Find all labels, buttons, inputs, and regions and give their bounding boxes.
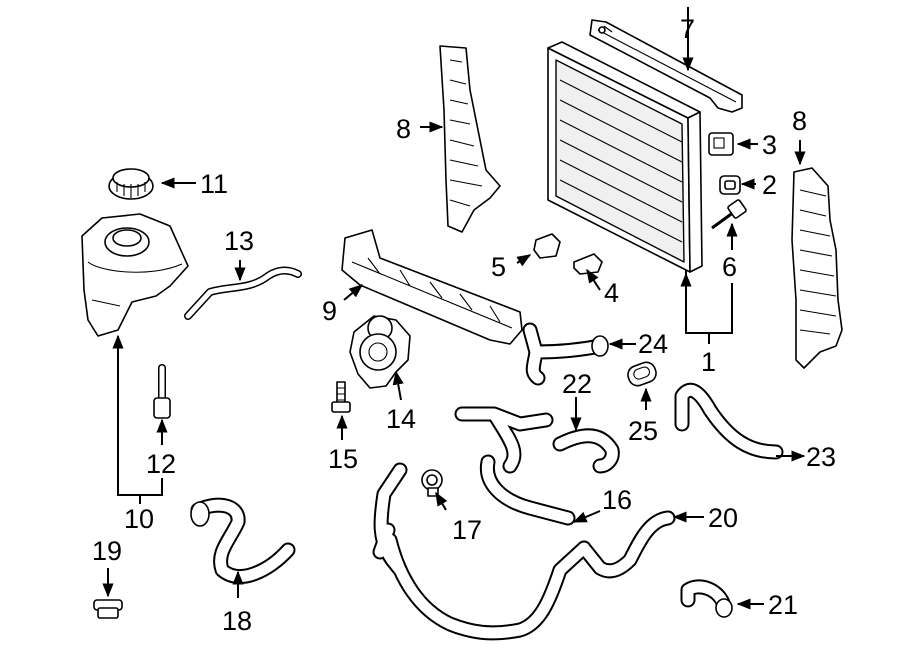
- callout-5: 5: [491, 252, 506, 282]
- thermostat-housing: [349, 315, 411, 389]
- level-sensor: [153, 364, 171, 419]
- hose-18: [190, 497, 296, 584]
- gasket: [627, 361, 657, 387]
- hose-22: [552, 428, 620, 474]
- callout-6: 6: [722, 252, 737, 282]
- callout-9: 9: [322, 296, 337, 326]
- callout-14: 14: [386, 404, 416, 434]
- mount-clip: [708, 132, 734, 156]
- callout-18: 18: [222, 606, 252, 636]
- callout-13: 13: [224, 226, 254, 256]
- drain-plug: [711, 199, 747, 230]
- connector-17: [421, 469, 443, 497]
- callout-11: 11: [200, 169, 228, 199]
- callout-21: 21: [768, 590, 798, 620]
- callout-12: 12: [146, 449, 176, 479]
- callout-8-right: 8: [792, 106, 807, 136]
- leader-lines: [102, 7, 806, 610]
- callout-8-left: 8: [396, 114, 411, 144]
- callout-labels: 7 8 8 3 2 11 13 6 5 4 9 24 1 22 14 25 15…: [92, 14, 836, 636]
- right-air-deflector: [791, 167, 843, 369]
- callout-22: 22: [562, 369, 592, 399]
- plug: [93, 599, 123, 619]
- callout-10: 10: [124, 504, 154, 534]
- vent-hose: [184, 266, 302, 320]
- callout-2: 2: [762, 170, 777, 200]
- callout-20: 20: [708, 503, 738, 533]
- left-air-deflector: [439, 45, 501, 233]
- bolt: [331, 381, 351, 413]
- callout-23: 23: [806, 442, 836, 472]
- hose-23: [674, 382, 784, 460]
- lower-radiator-hose: [372, 462, 676, 641]
- callout-25: 25: [628, 416, 658, 446]
- mount-bracket-5: [533, 233, 561, 259]
- callout-17: 17: [452, 515, 482, 545]
- expansion-tank-cap: [108, 168, 154, 200]
- callout-15: 15: [328, 444, 358, 474]
- radiator: [547, 41, 703, 273]
- hose-16: [454, 406, 576, 526]
- lower-air-guide: [341, 229, 523, 345]
- callout-24: 24: [638, 329, 668, 359]
- callout-1: 1: [701, 347, 716, 377]
- callout-7: 7: [680, 14, 695, 44]
- seal-ring: [719, 175, 741, 195]
- callout-19: 19: [92, 536, 122, 566]
- expansion-tank: [81, 213, 189, 337]
- hose-21: [680, 579, 733, 618]
- hose-24: [522, 322, 609, 386]
- callout-4: 4: [604, 278, 619, 308]
- callout-3: 3: [762, 130, 777, 160]
- upper-support-bar: [589, 19, 743, 113]
- callout-16: 16: [602, 485, 632, 515]
